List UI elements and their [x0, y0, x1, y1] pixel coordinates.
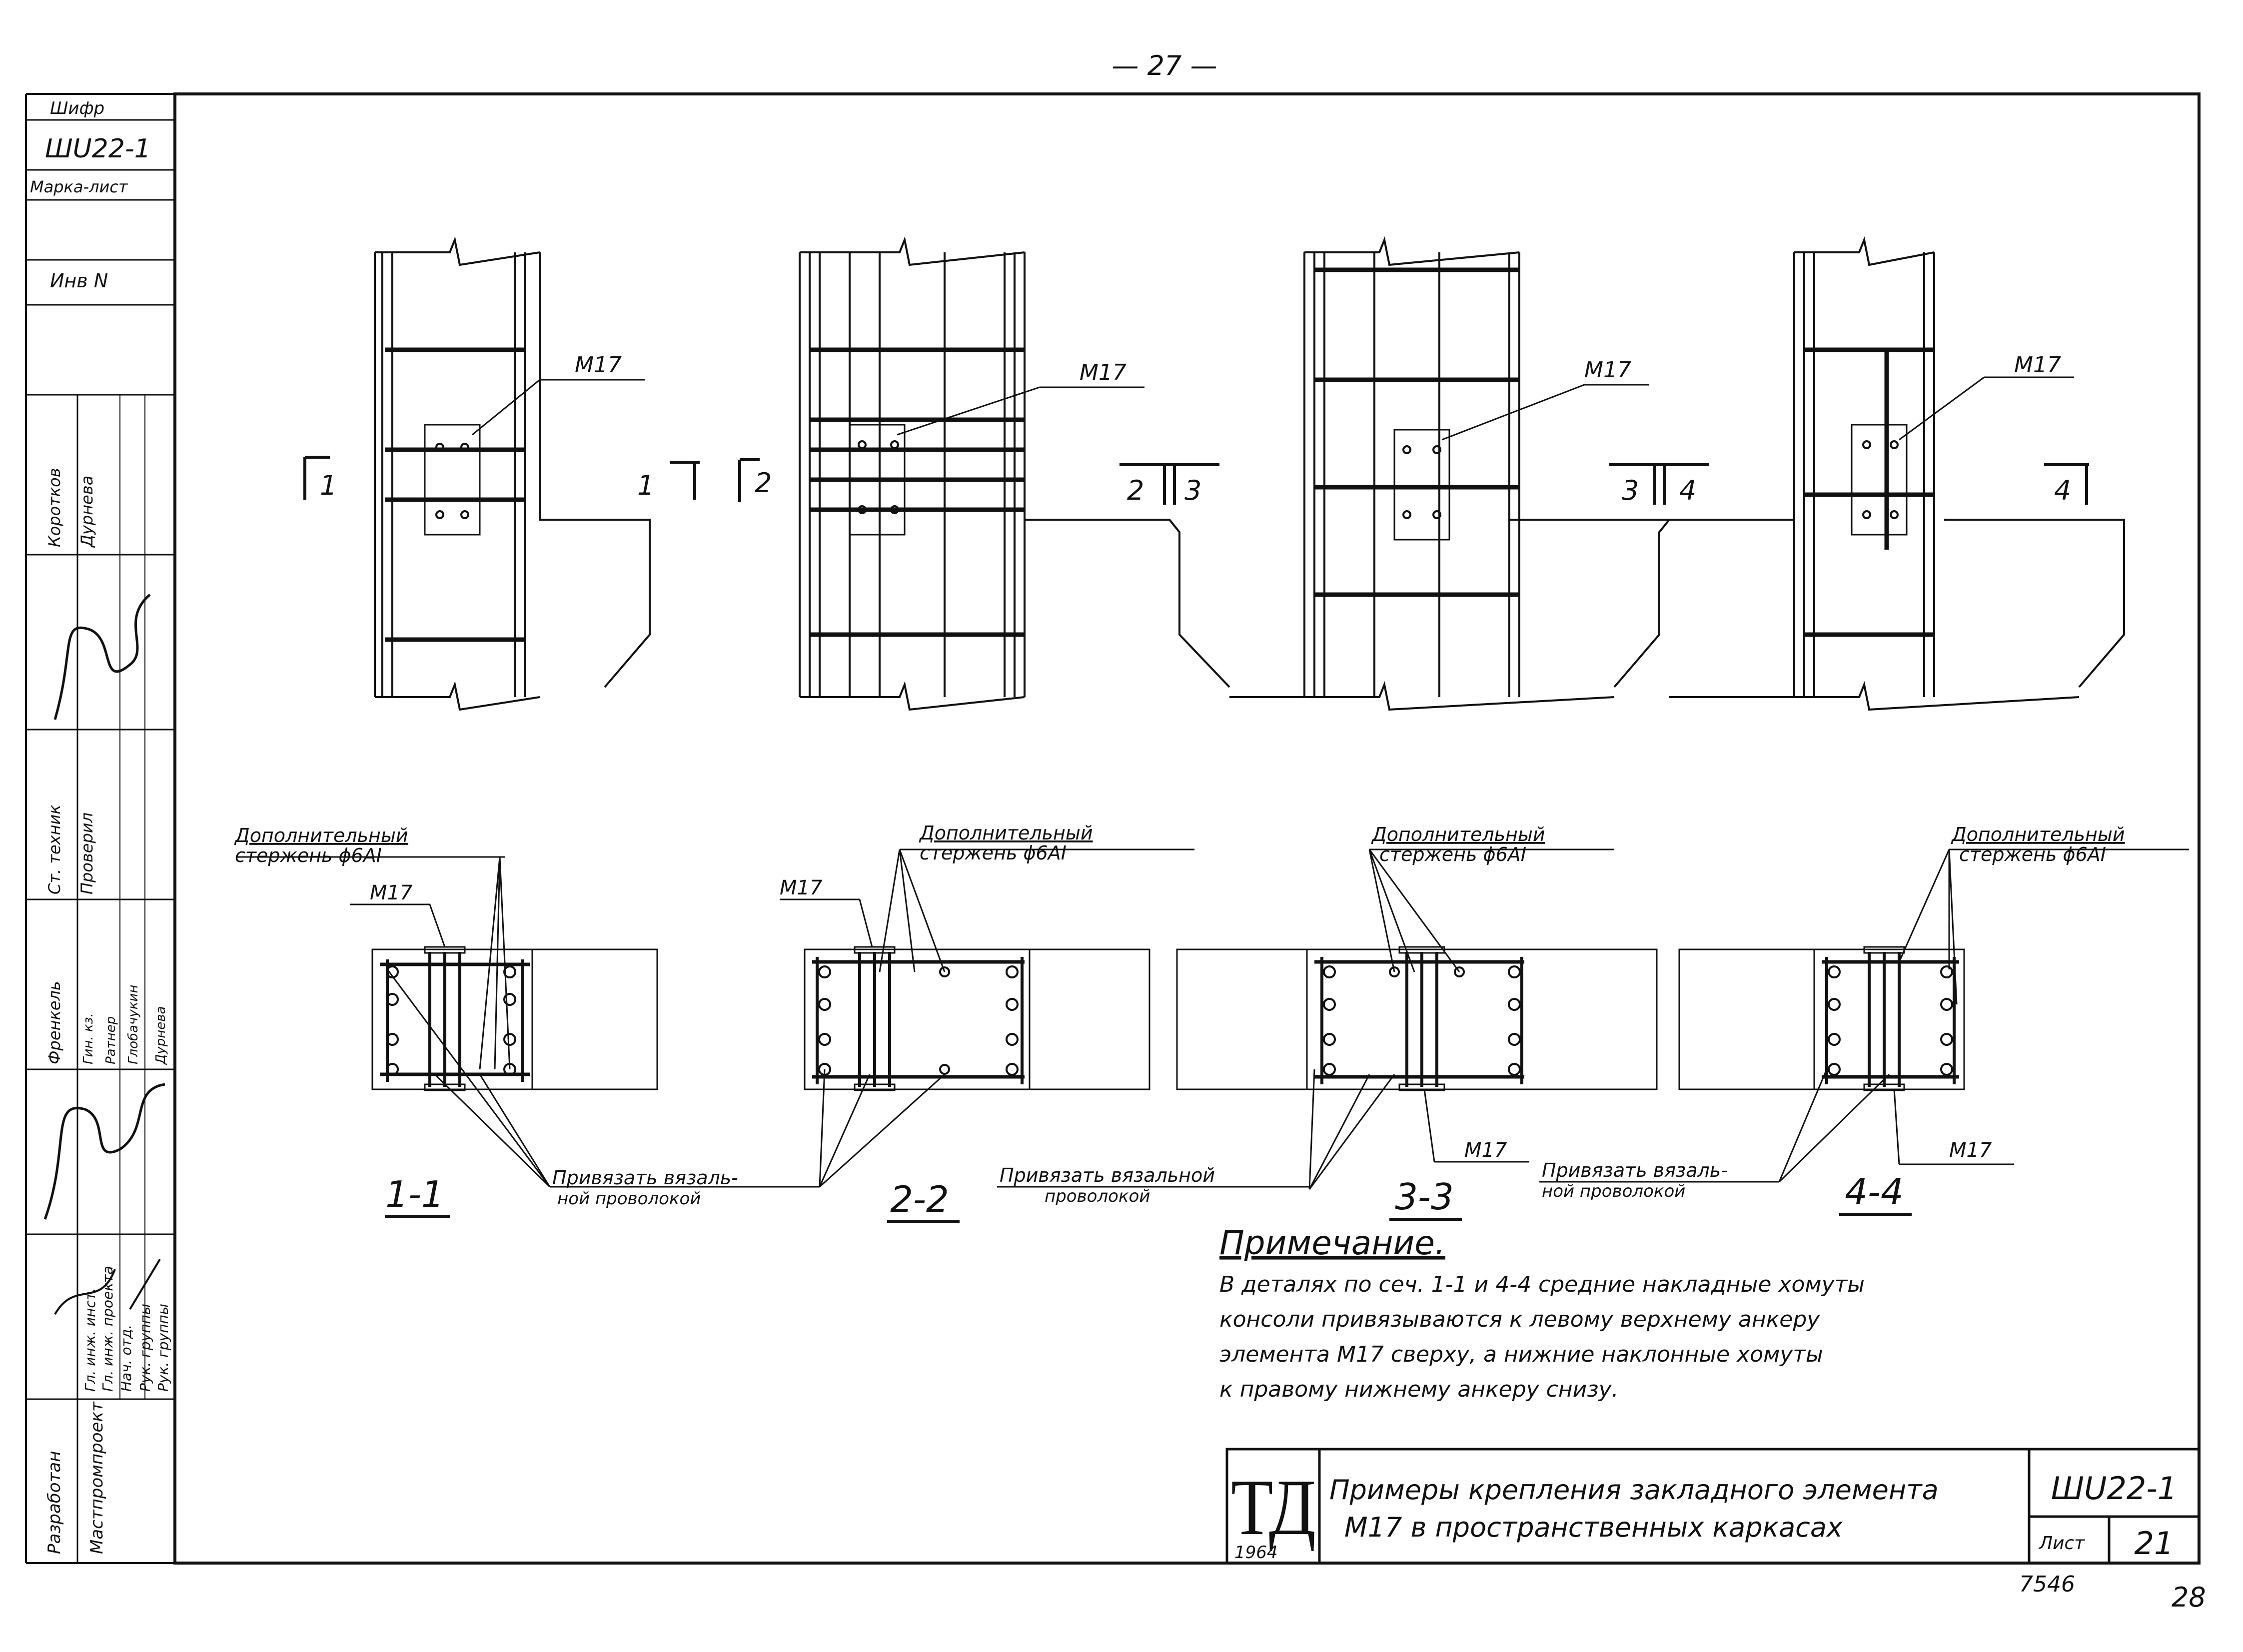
cut-mark-2a: 2 [755, 467, 772, 499]
cut-mark-2b: 2 [1127, 475, 1144, 506]
section3-tie-line2: проволокой [1045, 1186, 1150, 1206]
section-1-1-leaders [237, 856, 551, 1188]
note-line-4: к правому нижнему анкеру снизу. [1219, 1377, 1619, 1402]
inventory-label: Инв N [50, 270, 108, 292]
title-block-sheet-number: 21 [2135, 1525, 2174, 1562]
section4-callout-line2: стержень ϕ6АI [1959, 843, 2106, 865]
cut-mark-4a: 4 [1679, 475, 1696, 506]
section-1-1 [371, 946, 658, 1091]
position-checked: Проверил [77, 813, 96, 894]
plan3-cut-marks [1609, 463, 1709, 505]
name-durneva-1: Дурнева [77, 476, 96, 548]
section4-tie-line2: ной проволокой [1542, 1181, 1685, 1201]
section-3-3-leaders [1308, 848, 1614, 1190]
signature-1 [53, 594, 151, 720]
name-korotkov: Коротков [45, 468, 64, 547]
plan4-m17-label: М17 [2014, 352, 2061, 378]
page-number: — 27 — [1112, 50, 1217, 81]
plan3-m17-label: М17 [1584, 357, 1631, 383]
section-4-4-leaders [1778, 848, 2189, 1183]
section1-m17-label: М17 [370, 881, 413, 904]
plan2-cut-marks [738, 458, 1219, 505]
cut-mark-1b: 1 [637, 470, 654, 501]
section-4-4 [1678, 946, 1965, 1091]
section3-m17-label: М17 [1464, 1139, 1507, 1162]
section2-title: 2-2 [890, 1178, 949, 1220]
section1-tie-line1: Привязать вязаль- [552, 1167, 738, 1189]
side-stamp: Шифр ШU22-1 Марка-лист Инв N Разработан … [26, 98, 175, 1563]
title-block-sheet-label: Лист [2038, 1533, 2085, 1554]
note-line-1: В деталях по сеч. 1-1 и 4-4 средние накл… [1219, 1272, 1865, 1297]
name-gin: Гин. кз. [81, 1013, 96, 1064]
position-chief-inst: Гл. инж. инст. [82, 1288, 98, 1392]
svg-text:ТД: ТД [1231, 1463, 1316, 1552]
plan-view-4 [1669, 236, 2125, 711]
position-chief-project: Гл. инж. проекта [99, 1266, 116, 1392]
note-line-2: консоли привязываются к левому верхнему … [1219, 1307, 1820, 1332]
plan-view-3 [1025, 236, 1670, 711]
name-durneva-2: Дурнева [153, 1006, 168, 1065]
section2-callout-line1: Дополнительный [919, 822, 1093, 844]
section1-tie-line2: ной проволокой [557, 1189, 701, 1209]
td-logo: ТД [1231, 1463, 1316, 1552]
signature-3 [54, 1258, 161, 1315]
cut-mark-3b: 3 [1622, 475, 1639, 506]
role-developed: Разработан [44, 1451, 64, 1554]
plan-view-1 [374, 236, 651, 711]
section2-callout-line2: стержень ϕ6АI [920, 842, 1067, 864]
code-value: ШU22-1 [45, 134, 151, 164]
signature-2 [43, 1083, 165, 1220]
note-title: Примечание. [1219, 1224, 1445, 1262]
title-block-code: ШU22-1 [2051, 1470, 2177, 1507]
section3-title: 3-3 [1395, 1176, 1454, 1218]
position-technician: Ст. техник [45, 805, 64, 894]
title-block-title-line1: Примеры крепления закладного элемента [1329, 1474, 1939, 1506]
plan1-m17-label: М17 [575, 352, 622, 378]
cut-mark-3a: 3 [1184, 475, 1201, 506]
plan4-cut-marks [2044, 463, 2089, 505]
inventory-number: 7546 [2019, 1572, 2075, 1597]
title-block-year: 1964 [1234, 1543, 1278, 1563]
title-block-title-line2: М17 в пространственных каркасах [1344, 1512, 1843, 1543]
section3-callout-line1: Дополнительный [1371, 824, 1545, 845]
plan1-cut-marks [303, 456, 700, 500]
section-2-2 [804, 946, 1150, 1091]
section3-callout-line2: стержень ϕ6АI [1379, 843, 1526, 865]
role-organization: Мастпромпроект [87, 1401, 107, 1554]
cut-mark-4b: 4 [2054, 475, 2071, 506]
corner-number: 28 [2172, 1582, 2206, 1613]
section1-callout-line2: стержень ϕ6АI [235, 844, 382, 866]
section4-tie-line1: Привязать вязаль- [1542, 1159, 1728, 1181]
position-group-lead-2: Рук. группы [155, 1304, 171, 1392]
section3-tie-line1: Привязать вязальной [1000, 1164, 1215, 1186]
section1-title: 1-1 [385, 1173, 444, 1215]
title-block [1225, 1448, 2201, 1565]
plan2-m17-label: М17 [1080, 360, 1126, 385]
section4-callout-line1: Дополнительный [1951, 824, 2125, 845]
name-frenkel: Френкель [45, 981, 64, 1064]
sheet-frame [25, 92, 2201, 1565]
position-head-dept: Нач. отд. [118, 1325, 134, 1392]
name-globachukin: Глобачукин [126, 985, 141, 1064]
cut-mark-1a: 1 [320, 470, 337, 501]
section-3-3 [1176, 946, 1658, 1091]
name-ratner: Ратнер [103, 1016, 118, 1064]
note-line-3: элемента М17 сверху, а нижние наклонные … [1219, 1342, 1823, 1367]
section2-m17-label: М17 [780, 876, 823, 899]
section4-m17-label: М17 [1949, 1139, 1992, 1162]
section-2-2-leaders [780, 848, 1194, 1188]
section1-callout-line1: Дополнительный [234, 825, 408, 846]
code-label: Шифр [50, 98, 104, 118]
sheet-mark-label: Марка-лист [30, 177, 128, 196]
plan-view-2 [799, 236, 1144, 711]
position-group-lead-1: Рук. группы [137, 1304, 153, 1392]
section4-title: 4-4 [1845, 1171, 1904, 1213]
